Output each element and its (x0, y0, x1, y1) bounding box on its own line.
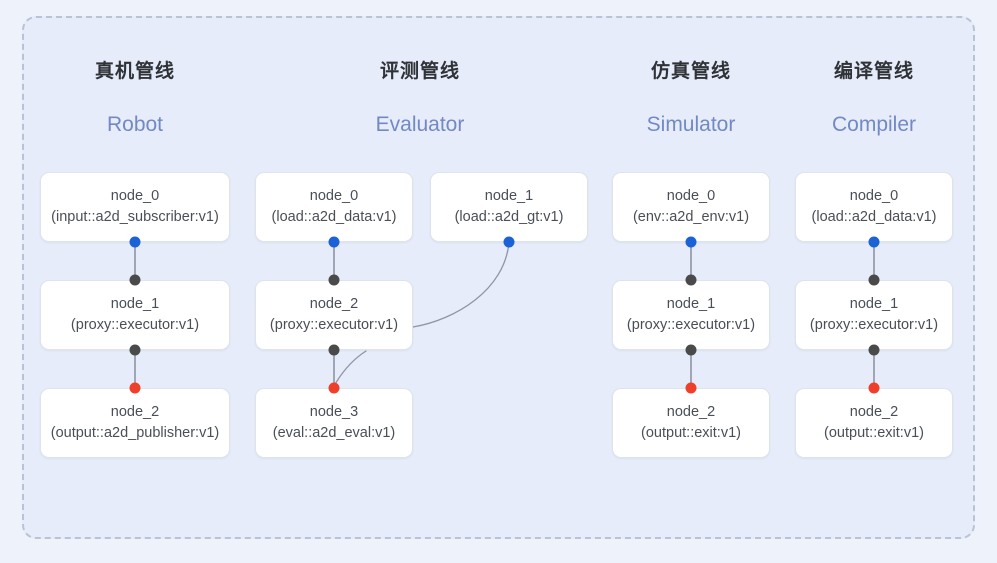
port-middle-bottom-sim-node-1[interactable] (685, 344, 697, 356)
node-label-name: node_0 (849, 187, 899, 204)
node-box-comp-node-1[interactable]: node_1(proxy::executor:v1) (795, 280, 953, 350)
port-middle-top-robot-node-1[interactable] (129, 274, 141, 286)
node-box-robot-node-1[interactable]: node_1(proxy::executor:v1) (40, 280, 230, 350)
node-box-eval-node-1[interactable]: node_1(load::a2d_gt:v1) (430, 172, 588, 242)
node-label-type: (input::a2d_subscriber:v1) (51, 209, 219, 225)
node-box-robot-node-0[interactable]: node_0(input::a2d_subscriber:v1) (40, 172, 230, 242)
port-middle-top-eval-node-2[interactable] (328, 274, 340, 286)
node-box-comp-node-2[interactable]: node_2(output::exit:v1) (795, 388, 953, 458)
node-label-type: (output::exit:v1) (824, 425, 924, 441)
node-label-name: node_1 (110, 295, 160, 312)
node-box-eval-node-0[interactable]: node_0(load::a2d_data:v1) (255, 172, 413, 242)
node-label-type: (env::a2d_env:v1) (632, 209, 750, 225)
node-label-name: node_3 (309, 403, 359, 420)
node-label-type: (load::a2d_data:v1) (271, 209, 397, 225)
node-box-sim-node-2[interactable]: node_2(output::exit:v1) (612, 388, 770, 458)
node-label-type: (output::a2d_publisher:v1) (50, 425, 220, 441)
node-label-name: node_2 (110, 403, 160, 420)
port-middle-bottom-eval-node-2[interactable] (328, 344, 340, 356)
node-box-eval-node-2[interactable]: node_2(proxy::executor:v1) (255, 280, 413, 350)
node-box-sim-node-0[interactable]: node_0(env::a2d_env:v1) (612, 172, 770, 242)
node-label-type: (proxy::executor:v1) (626, 317, 756, 333)
port-output-bottom-eval-node-1[interactable] (503, 236, 515, 248)
node-label-name: node_1 (849, 295, 899, 312)
node-label-name: node_0 (309, 187, 359, 204)
node-box-sim-node-1[interactable]: node_1(proxy::executor:v1) (612, 280, 770, 350)
node-label-type: (load::a2d_data:v1) (811, 209, 937, 225)
node-label-name: node_1 (484, 187, 534, 204)
node-label-name: node_2 (849, 403, 899, 420)
port-middle-top-comp-node-1[interactable] (868, 274, 880, 286)
node-box-eval-node-3[interactable]: node_3(eval::a2d_eval:v1) (255, 388, 413, 458)
node-label-name: node_1 (666, 295, 716, 312)
node-label-name: node_2 (309, 295, 359, 312)
port-input-top-robot-node-2[interactable] (129, 382, 141, 394)
port-middle-bottom-comp-node-1[interactable] (868, 344, 880, 356)
node-box-comp-node-0[interactable]: node_0(load::a2d_data:v1) (795, 172, 953, 242)
node-label-name: node_0 (110, 187, 160, 204)
port-input-top-comp-node-2[interactable] (868, 382, 880, 394)
port-input-top-sim-node-2[interactable] (685, 382, 697, 394)
node-label-name: node_2 (666, 403, 716, 420)
pipeline-panel (22, 16, 975, 539)
port-middle-bottom-robot-node-1[interactable] (129, 344, 141, 356)
port-middle-top-sim-node-1[interactable] (685, 274, 697, 286)
node-label-name: node_0 (666, 187, 716, 204)
port-input-top-eval-node-3[interactable] (328, 382, 340, 394)
node-label-type: (output::exit:v1) (641, 425, 741, 441)
node-label-type: (load::a2d_gt:v1) (454, 209, 564, 225)
port-output-bottom-sim-node-0[interactable] (685, 236, 697, 248)
port-output-bottom-robot-node-0[interactable] (129, 236, 141, 248)
port-output-bottom-eval-node-0[interactable] (328, 236, 340, 248)
port-output-bottom-comp-node-0[interactable] (868, 236, 880, 248)
node-label-type: (eval::a2d_eval:v1) (272, 425, 396, 441)
node-label-type: (proxy::executor:v1) (269, 317, 399, 333)
node-label-type: (proxy::executor:v1) (809, 317, 939, 333)
node-box-robot-node-2[interactable]: node_2(output::a2d_publisher:v1) (40, 388, 230, 458)
node-label-type: (proxy::executor:v1) (70, 317, 200, 333)
